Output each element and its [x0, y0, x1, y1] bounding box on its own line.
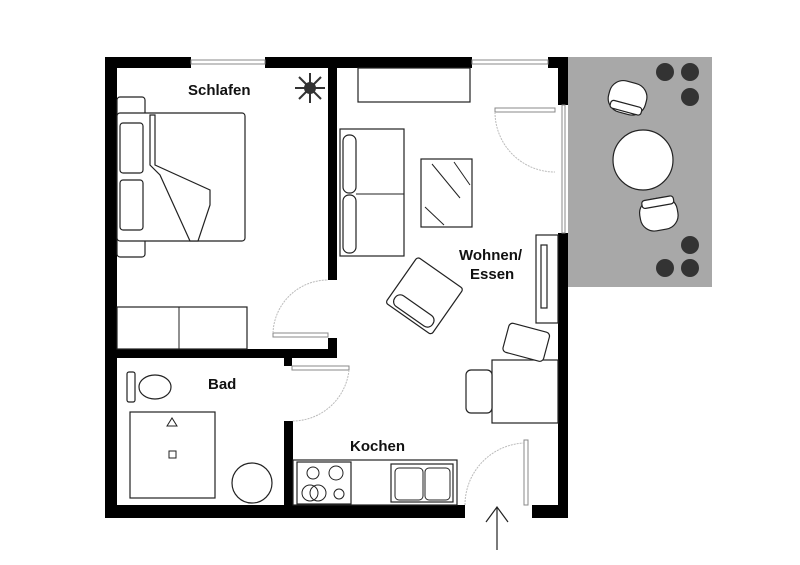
doors[interactable]	[272, 107, 556, 506]
kitchen-counter	[292, 459, 458, 506]
plant-icon	[295, 73, 325, 103]
coffee-table	[420, 158, 473, 228]
shower	[129, 411, 216, 499]
sideboard	[357, 67, 471, 103]
bed	[116, 96, 246, 258]
room-label-kochen: Kochen	[350, 438, 405, 455]
balcony-furniture	[607, 63, 699, 277]
room-label-wohnen: Wohnen/	[459, 247, 523, 264]
toilet	[126, 371, 172, 403]
wardrobe	[116, 306, 248, 350]
sink	[231, 462, 273, 504]
dining-table	[465, 322, 559, 424]
tv-cabinet	[535, 234, 559, 324]
windows	[190, 59, 566, 234]
room-label-essen: Essen	[470, 266, 514, 283]
sofa	[339, 128, 405, 257]
entrance-arrow-icon	[485, 505, 509, 550]
room-label-bad: Bad	[208, 376, 236, 393]
room-label-schlafen: Schlafen	[188, 82, 251, 99]
walls	[105, 57, 568, 518]
armchair	[386, 257, 463, 335]
plant-icon	[656, 63, 699, 277]
